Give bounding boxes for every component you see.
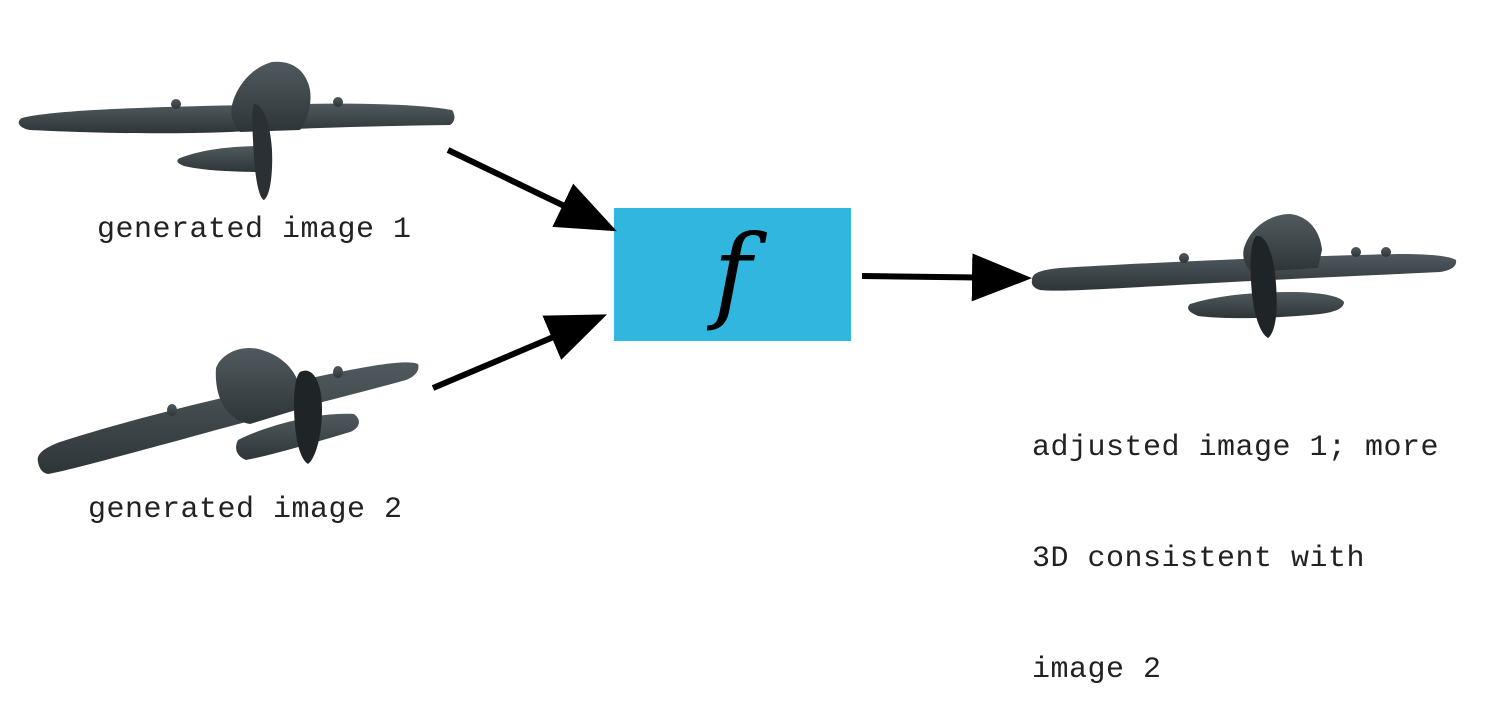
airplane-image-1 — [18, 61, 455, 200]
caption-adjusted-image: adjusted image 1; more 3D consistent wit… — [1032, 356, 1439, 726]
airplane-tilted-view-icon — [37, 348, 419, 474]
caption-adjusted-line-3: image 2 — [1032, 653, 1162, 687]
function-label: f — [713, 211, 752, 334]
diagram-canvas — [18, 61, 1457, 474]
arrow-input-2 — [431, 314, 608, 391]
airplane-top-view-icon — [18, 61, 455, 200]
airplane-adjusted-view-icon — [1031, 214, 1457, 338]
caption-generated-image-2: generated image 2 — [88, 493, 403, 527]
caption-generated-image-1: generated image 1 — [97, 213, 412, 247]
airplane-image-2 — [37, 348, 419, 474]
function-box-label-container: f — [614, 208, 851, 341]
arrow-output — [861, 253, 1032, 302]
caption-adjusted-line-2: 3D consistent with — [1032, 542, 1366, 576]
caption-adjusted-line-1: adjusted image 1; more — [1032, 431, 1440, 465]
arrow-input-1 — [446, 147, 617, 232]
function-box — [614, 208, 851, 341]
airplane-image-output — [1031, 214, 1457, 338]
